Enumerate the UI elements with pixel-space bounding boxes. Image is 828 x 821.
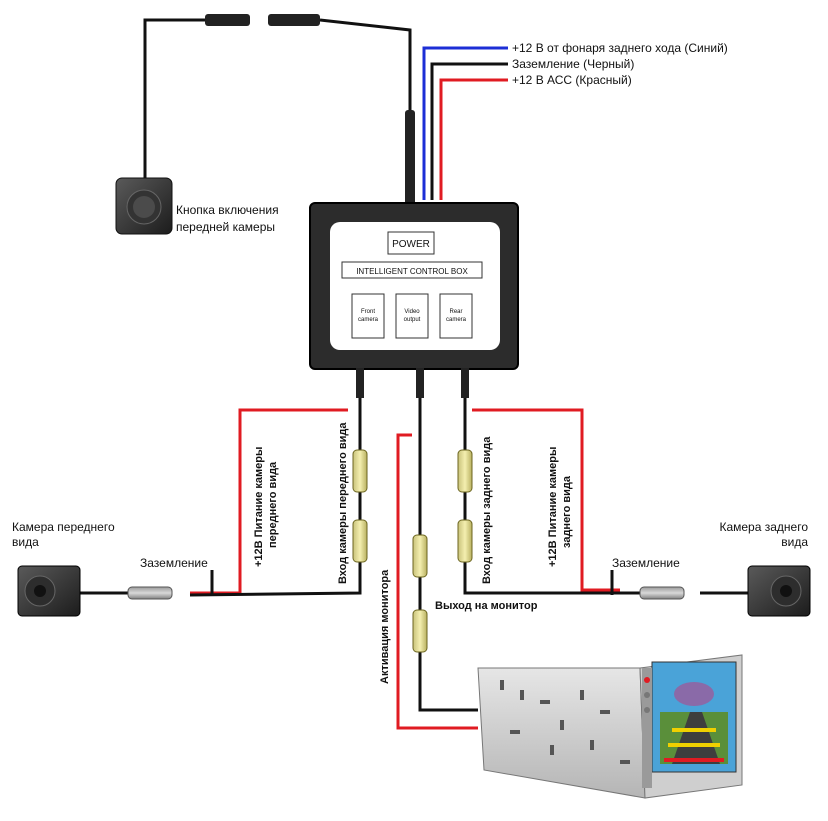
box-output-connectors xyxy=(356,368,469,398)
button-cable-connector xyxy=(205,14,415,205)
box-name-plate xyxy=(341,261,483,279)
rca-rear-2 xyxy=(457,519,473,563)
front-video-wire xyxy=(189,370,362,597)
rca-front-1 xyxy=(352,449,368,493)
monitor-activation-label: Активация монитора xyxy=(379,569,391,684)
front-camera-label-line2: вида xyxy=(12,535,39,549)
monitor-video-wire xyxy=(418,370,478,712)
video-port-box xyxy=(395,293,429,339)
power-label: POWER xyxy=(392,239,430,250)
rear-camera-wiring xyxy=(463,370,750,595)
power-label-box xyxy=(387,231,435,255)
rca-front-2 xyxy=(352,519,368,563)
front-port-line1: Front xyxy=(361,309,375,315)
box-name-label: INTELLIGENT CONTROL BOX xyxy=(356,267,468,276)
rear-power-label-line2: заднего вида xyxy=(561,475,573,548)
red-wire-label: +12 В АСС (Красный) xyxy=(512,73,632,87)
rear-camera-label-line1: Камера заднего xyxy=(719,520,808,534)
rear-port-box xyxy=(439,293,473,339)
black-wire-top xyxy=(430,62,508,200)
power-wires xyxy=(422,46,508,200)
front-power-label-line2: переднего вида xyxy=(267,461,279,548)
rca-monitor-2 xyxy=(412,609,428,653)
front-red-wire xyxy=(190,408,348,595)
ground-label-left: Заземление xyxy=(140,556,208,570)
rca-rear-1 xyxy=(457,449,473,493)
rear-red-wire xyxy=(472,408,620,592)
front-camera-label-line1: Камера переднего xyxy=(12,520,115,534)
ground-label-right: Заземление xyxy=(612,556,680,570)
rear-input-label: Вход камеры заднего вида xyxy=(481,436,493,584)
head-unit xyxy=(477,654,743,799)
blue-wire-label: +12 В от фонаря заднего хода (Синий) xyxy=(512,41,728,55)
blue-wire xyxy=(422,46,508,200)
red-wire-top xyxy=(439,78,508,200)
monitor-output-label: Выход на монитор xyxy=(435,600,538,612)
black-wire-label: Заземление (Черный) xyxy=(512,57,634,71)
control-box xyxy=(309,202,519,370)
button-label-line2: передней камеры xyxy=(176,220,275,234)
front-camera xyxy=(17,565,81,617)
rear-camera xyxy=(747,565,811,617)
rear-camera-label-line2: вида xyxy=(781,535,808,549)
video-port-line1: Video xyxy=(404,309,420,315)
monitor-wiring xyxy=(396,370,478,730)
front-input-label: Вход камеры переднего вида xyxy=(337,422,349,584)
rca-monitor-1 xyxy=(412,534,428,578)
front-camera-wiring xyxy=(80,370,362,597)
rca-connectors xyxy=(352,449,473,653)
front-power-label-line1: +12В Питание камеры xyxy=(253,447,265,567)
rear-port-line2: camera xyxy=(446,317,467,323)
rear-port-line1: Rear xyxy=(449,309,462,315)
front-camera-button xyxy=(115,177,173,235)
front-port-line2: camera xyxy=(358,317,379,323)
rear-power-label-line1: +12В Питание камеры xyxy=(547,447,559,567)
power-plugs xyxy=(127,586,685,600)
front-port-box xyxy=(351,293,385,339)
button-cable xyxy=(143,18,412,200)
activation-red-wire xyxy=(396,433,478,730)
video-port-line2: output xyxy=(404,317,421,323)
rear-video-wire xyxy=(463,370,640,595)
button-label-line1: Кнопка включения xyxy=(176,203,279,217)
